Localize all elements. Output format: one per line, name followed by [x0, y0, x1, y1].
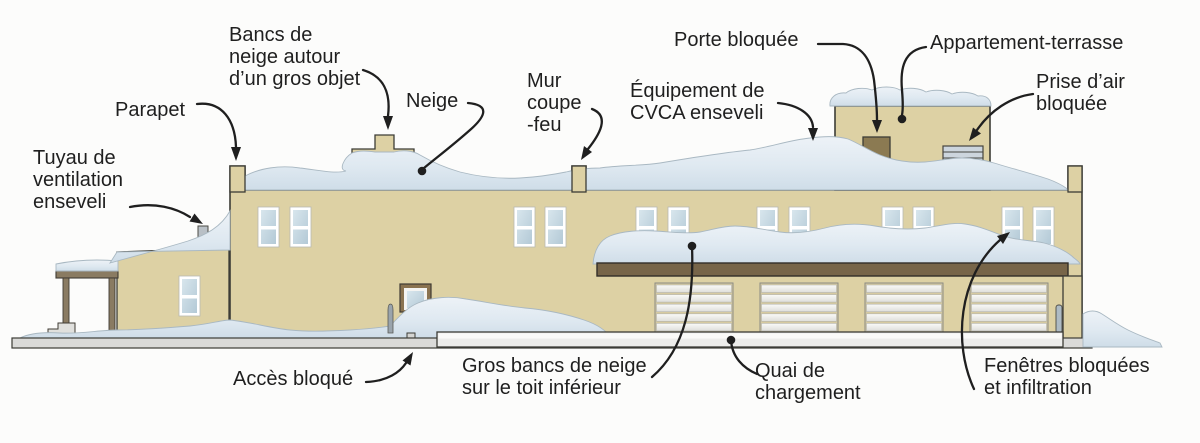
label-tuyau-ventilation: Tuyau de ventilation enseveli [33, 147, 124, 213]
loading-dock [436, 331, 1064, 348]
arrow-prise [975, 92, 1035, 132]
arrow-mur [586, 107, 603, 151]
label-mur-coupe-feu: Mur coupe -feu [527, 70, 582, 136]
porch-roof [55, 270, 119, 279]
porch-post [108, 277, 116, 336]
upper-roof-snow [244, 136, 1070, 191]
label-prise-air: Prise d’air bloquée [1036, 71, 1125, 115]
right-wall-column [1062, 275, 1083, 341]
garage-door [969, 282, 1049, 333]
label-equipement-cvca: Équipement de CVCA enseveli [630, 80, 765, 124]
annex-window [178, 275, 201, 317]
lower-roof-beam [596, 262, 1069, 277]
label-appartement-terrasse: Appartement-terrasse [930, 32, 1124, 54]
garage-doors [654, 282, 1049, 333]
window [257, 206, 280, 248]
ground-snow-drift [19, 296, 612, 339]
arrow-porte [816, 42, 879, 122]
firewall [571, 165, 587, 193]
window [1032, 206, 1055, 248]
callout-arrows [128, 42, 1035, 391]
label-acces-bloque: Accès bloqué [233, 368, 354, 390]
window [289, 206, 312, 248]
garage-door [864, 282, 944, 333]
label-quai-chargement: Quai de chargement [755, 360, 861, 404]
garage-door [759, 282, 839, 333]
window [544, 206, 567, 248]
garage-door [654, 282, 734, 333]
window [513, 206, 536, 248]
penthouse-roof-snow [829, 86, 992, 107]
label-neige: Neige [406, 90, 459, 112]
arrow-neige [422, 101, 485, 170]
arrow-fenetres [960, 238, 1002, 391]
parapet-right [1067, 165, 1083, 193]
label-fenetres-bloquees: Fenêtres bloquées et infiltration [984, 355, 1150, 399]
arrow-equipement [776, 101, 815, 129]
label-bancs-de-neige: Bancs de neige autour d’un gros objet [229, 24, 361, 90]
arrow-parapet [195, 102, 238, 149]
annex-roof-snow [108, 209, 231, 264]
arrow-acces [364, 361, 408, 384]
arrow-gros [650, 244, 694, 379]
label-parapet: Parapet [115, 99, 186, 121]
label-porte-bloquee: Porte bloquée [674, 29, 799, 51]
label-gros-bancs: Gros bancs de neige sur le toit inférieu… [462, 355, 647, 399]
arrow-bancs [361, 68, 390, 118]
porch-roof-snow [55, 259, 119, 272]
downspout [1055, 304, 1063, 334]
arrow-tuyau [128, 204, 192, 219]
arrow-appartement [900, 45, 928, 117]
lower-roof-snow [592, 223, 1081, 265]
parapet-left [229, 165, 246, 193]
bollard-post [387, 303, 394, 334]
right-ground-drift [1082, 310, 1163, 348]
